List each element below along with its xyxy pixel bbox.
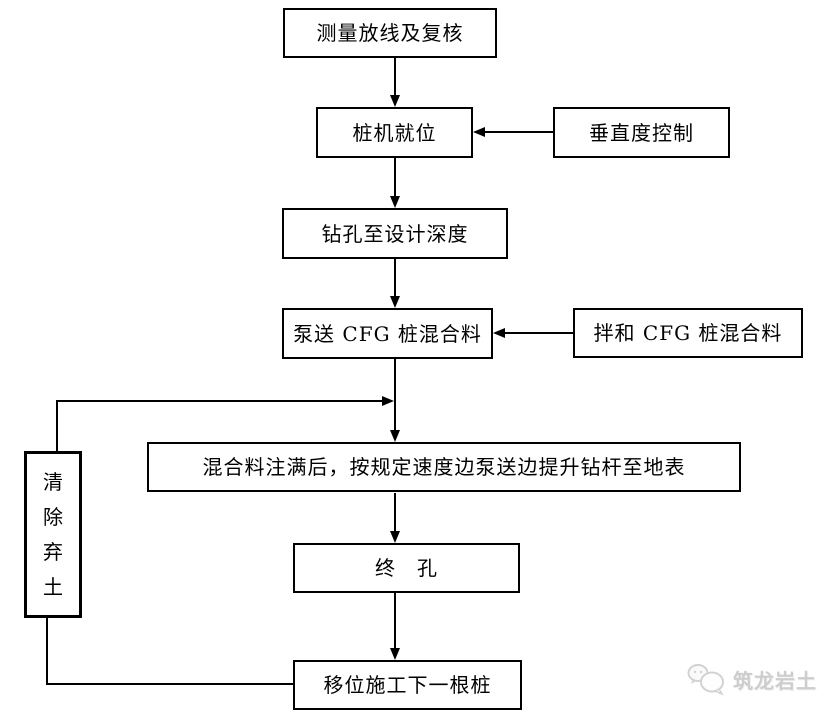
connector-pile-to-drill: [394, 158, 396, 198]
connector-drill-to-pump: [394, 259, 396, 298]
clear-char-3: 弃: [43, 540, 63, 564]
connector-verticality-to-pile: [485, 131, 553, 133]
connector-loop-horizontal: [56, 400, 383, 402]
arrowhead-left-icon: [473, 127, 485, 137]
node-pump-cfg-mixture: 泵送 CFG 桩混合料: [282, 308, 493, 359]
arrowhead-down-icon: [390, 430, 400, 442]
arrowhead-down-icon: [390, 648, 400, 660]
arrowhead-left-icon: [493, 328, 505, 338]
arrowhead-down-icon: [390, 196, 400, 208]
chat-bubbles-logo-icon: [686, 662, 726, 696]
node-fill-and-lift-drill-rod: 混合料注满后，按规定速度边泵送边提升钻杆至地表: [147, 442, 741, 492]
watermark-text: 筑龙岩土: [733, 668, 817, 693]
connector-move-to-clear-horizontal: [46, 683, 293, 685]
watermark: 筑龙岩土: [686, 662, 817, 696]
connector-loop-vertical-top: [56, 400, 58, 451]
node-drill-to-design-depth: 钻孔至设计深度: [282, 208, 508, 259]
clear-char-2: 除: [43, 505, 63, 529]
node-survey-layout: 测量放线及复核: [283, 8, 497, 58]
connector-mix-to-pump: [505, 332, 573, 334]
connector-survey-to-pile: [394, 58, 396, 98]
node-clear-waste-soil: 清 除 弃 土: [24, 451, 82, 618]
arrowhead-down-icon: [390, 531, 400, 543]
connector-move-to-clear-vertical: [46, 618, 48, 685]
arrowhead-down-icon: [390, 296, 400, 308]
arrowhead-right-icon: [382, 396, 394, 406]
node-final-hole: 终 孔: [293, 543, 520, 593]
arrowhead-down-icon: [390, 95, 400, 107]
connector-fill-to-final: [394, 493, 396, 533]
node-verticality-control: 垂直度控制: [553, 107, 730, 158]
connector-pump-to-fill: [394, 359, 396, 432]
node-move-to-next-pile: 移位施工下一根桩: [293, 660, 522, 710]
node-pile-machine-in-position: 桩机就位: [316, 107, 473, 158]
connector-final-to-move: [394, 593, 396, 650]
clear-char-4: 土: [43, 575, 63, 599]
clear-char-1: 清: [43, 470, 63, 494]
node-mix-cfg-mixture: 拌和 CFG 桩混合料: [573, 308, 803, 358]
